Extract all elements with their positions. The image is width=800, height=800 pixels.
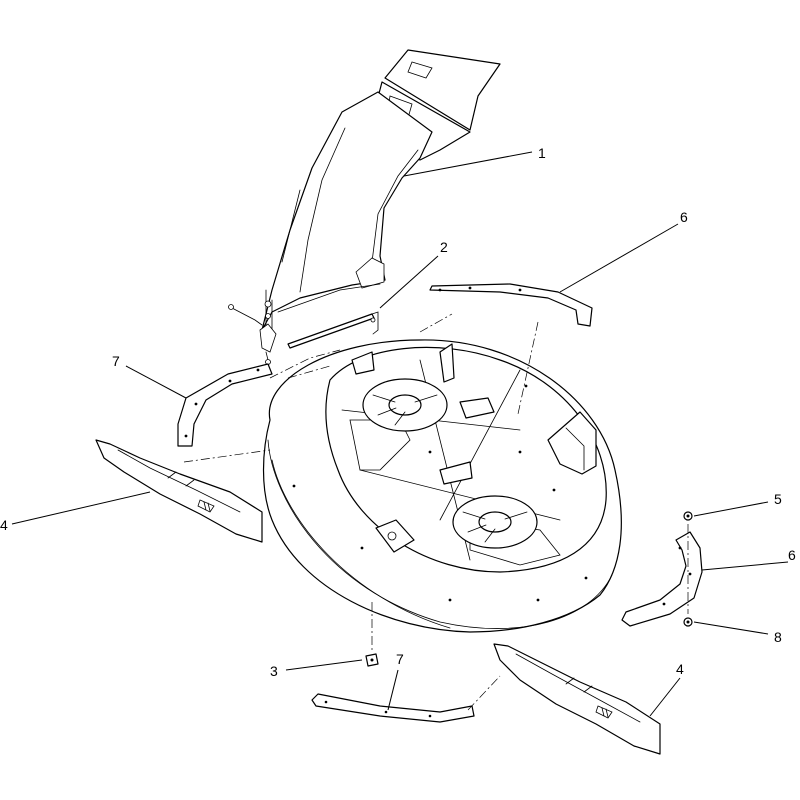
- callout-7-bottom: 7: [396, 651, 404, 667]
- leader-lines: [11, 151, 789, 717]
- callout-1: 1: [538, 145, 546, 161]
- baffle-right-part-6: [621, 531, 703, 627]
- baffle-left-part-7: [177, 363, 273, 447]
- mower-deck-housing: [262, 339, 622, 633]
- callout-3: 3: [270, 663, 278, 679]
- blade-right-part-4: [493, 643, 661, 755]
- callout-6-right: 6: [788, 547, 796, 563]
- callout-6-upper: 6: [680, 209, 688, 225]
- bolt-part-5: [683, 511, 693, 521]
- callout-4-right: 4: [676, 661, 684, 677]
- hinge-rod-part-2: [287, 311, 379, 349]
- callout-7-left: 7: [112, 353, 120, 369]
- callout-4-left: 4: [0, 517, 8, 533]
- callout-8: 8: [774, 629, 782, 645]
- nut-part-8: [683, 617, 693, 627]
- baffle-upper-part-6: [429, 283, 593, 327]
- blade-left-part-4: [95, 439, 263, 543]
- discharge-chute-part-1: [228, 49, 501, 365]
- callout-2: 2: [440, 239, 448, 255]
- assembly-center-lines: [183, 313, 689, 711]
- baffle-bottom-part-7: [311, 693, 475, 723]
- callout-5: 5: [774, 491, 782, 507]
- nut-part-3: [365, 653, 379, 667]
